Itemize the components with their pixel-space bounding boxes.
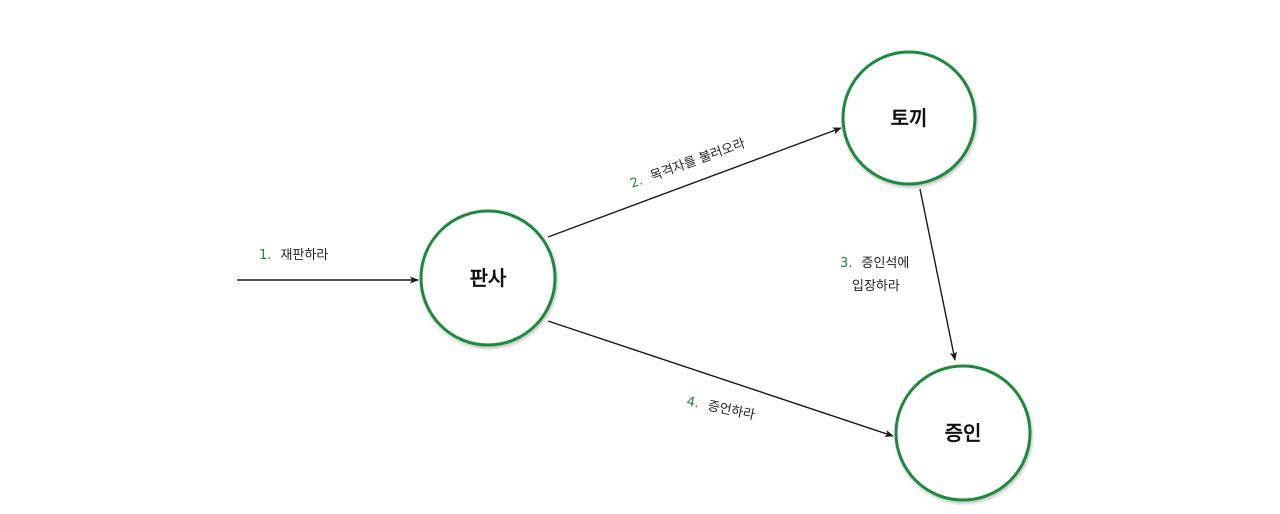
edge-1-label: 1. 재판하라 (259, 244, 328, 263)
edge-4: 4. 증언하라 (547, 320, 894, 437)
edge-4-number: 4. (685, 394, 700, 411)
node-rabbit-circle (841, 50, 977, 186)
edge-4-text: 증언하라 (706, 399, 756, 424)
edge-3-text-line1: 증인석에 (862, 256, 910, 271)
edge-1-number: 1. (259, 248, 271, 263)
node-judge-circle (419, 209, 557, 347)
node-judge: 판사 (419, 209, 557, 347)
node-judge-label: 판사 (470, 266, 507, 290)
edge-3-text-line2: 입장하라 (852, 279, 900, 294)
edge-1: 1. 재판하라 (237, 244, 419, 284)
edge-2-label: 2. 목격자를 불러오라 (627, 132, 748, 191)
node-witness-label: 증인 (945, 421, 982, 445)
edge-2: 2. 목격자를 불러오라 (547, 127, 842, 238)
node-rabbit: 토끼 (841, 50, 977, 186)
edge-3-label-line1: 3. 증인석에 (840, 252, 909, 271)
arrow-2 (547, 127, 842, 238)
edge-3: 3. 증인석에 입장하라 (840, 188, 957, 361)
edge-1-text: 재판하라 (281, 248, 329, 263)
node-witness: 증인 (894, 364, 1032, 502)
edge-2-number: 2. (628, 173, 645, 191)
node-rabbit-label: 토끼 (891, 106, 928, 130)
edge-3-number: 3. (840, 256, 852, 271)
edge-4-label: 4. 증언하라 (685, 390, 757, 423)
edge-2-text: 목격자를 불러오라 (648, 136, 747, 184)
arrow-4 (547, 320, 894, 437)
arrow-3 (919, 188, 957, 361)
node-witness-circle (894, 364, 1032, 502)
